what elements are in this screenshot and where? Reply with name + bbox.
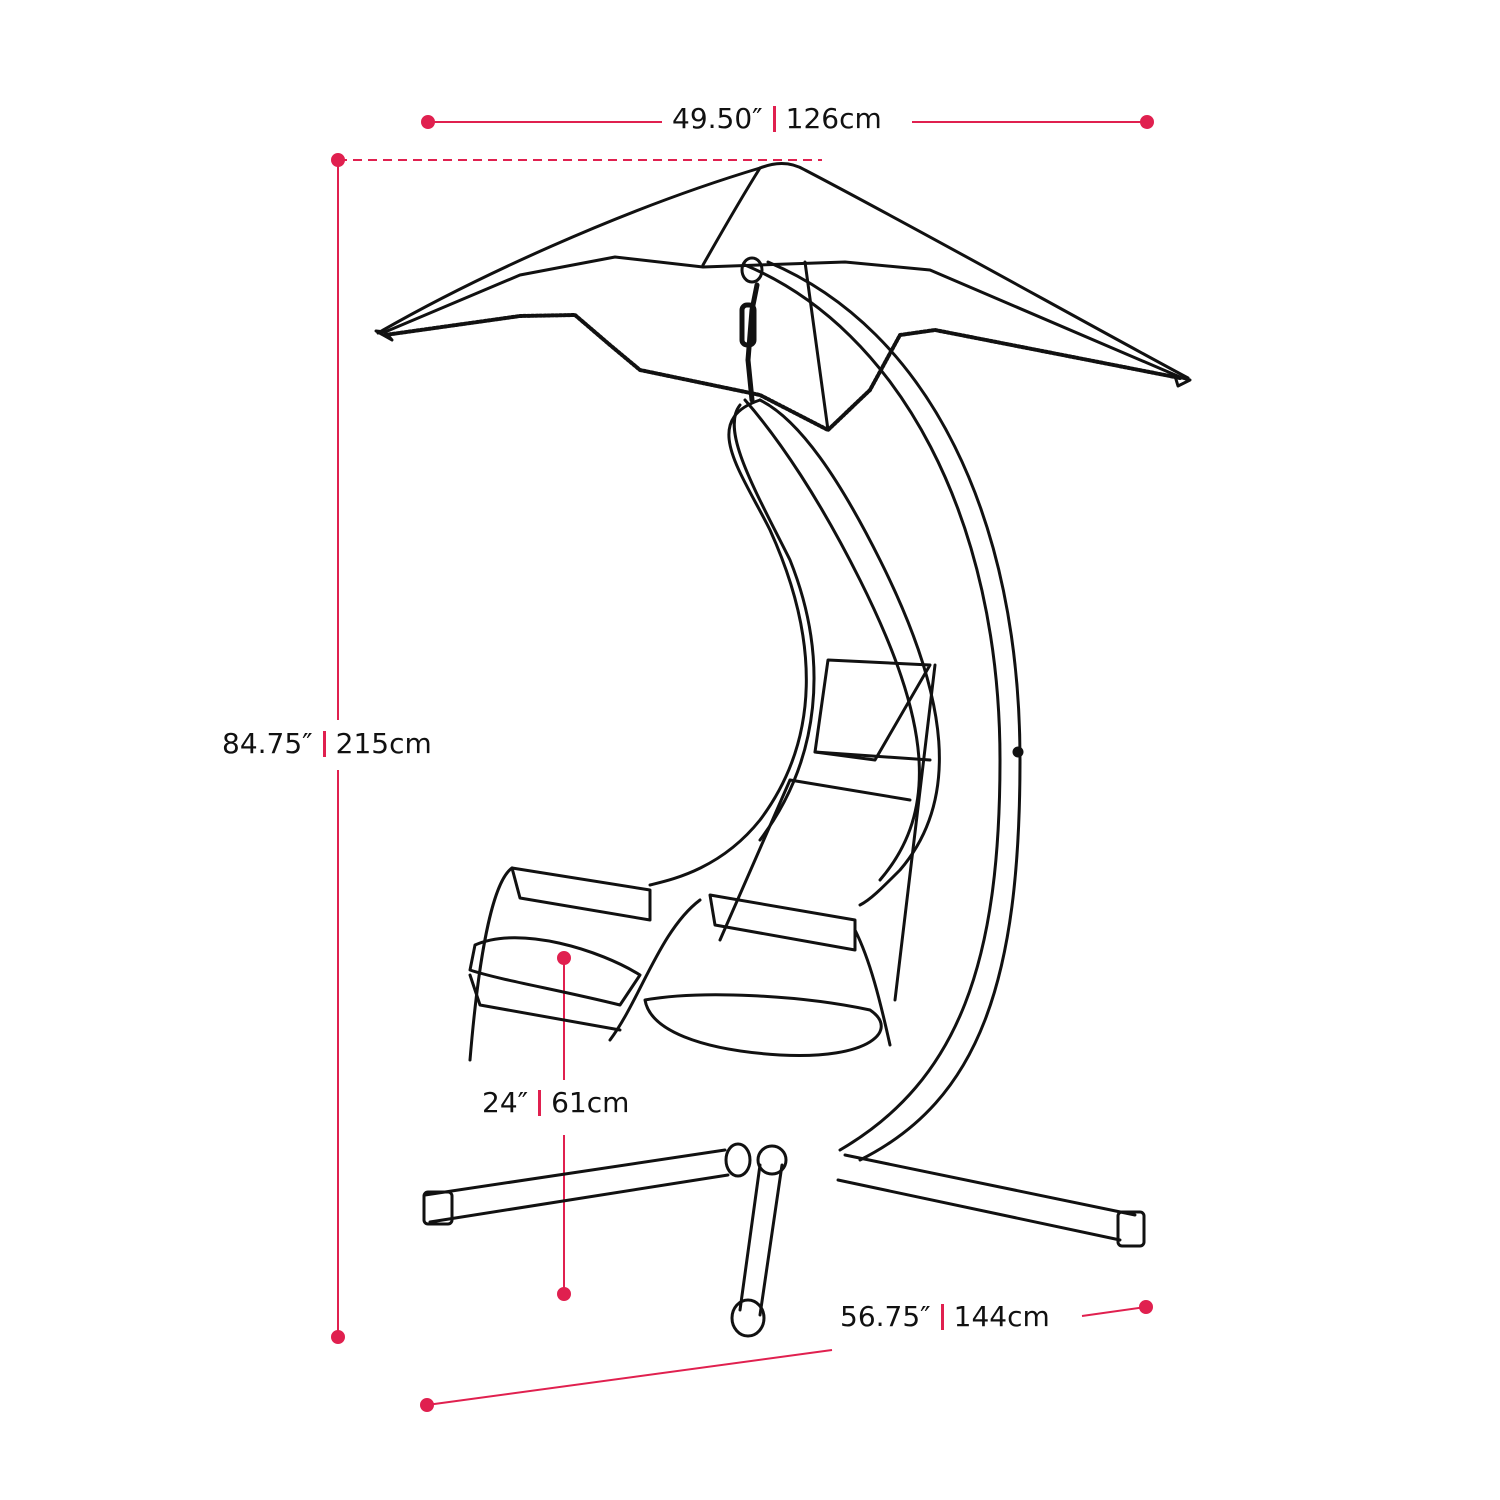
canopy (374, 162, 1192, 432)
seat-left (468, 866, 652, 1062)
height-imperial: 84.75″ (222, 727, 313, 760)
width-imperial: 49.50″ (672, 102, 763, 135)
height-dimension-label: 84.75″ 215cm (222, 727, 432, 761)
seat-right (608, 893, 892, 1058)
seat-height-imperial: 24″ (482, 1086, 529, 1119)
seat-height-dimension-label: 24″ 61cm (482, 1086, 630, 1120)
height-metric: 215cm (335, 727, 432, 760)
chair-drawing (374, 162, 1192, 1338)
seat-height-metric: 61cm (551, 1086, 630, 1119)
backrest-cushion (718, 658, 937, 1002)
swing-frame (648, 398, 941, 907)
depth-metric: 144cm (953, 1300, 1050, 1333)
separator (538, 1090, 542, 1116)
stand-base (422, 1142, 1146, 1338)
width-dimension-label: 49.50″ 126cm (672, 102, 882, 136)
width-metric: 126cm (785, 102, 882, 135)
stand-arc (740, 256, 1024, 1162)
separator (322, 731, 326, 757)
separator (772, 106, 776, 132)
dimension-lines (331, 115, 1154, 1412)
separator (940, 1304, 944, 1330)
depth-dimension-label: 56.75″ 144cm (840, 1300, 1050, 1334)
depth-imperial: 56.75″ (840, 1300, 931, 1333)
hanging-chain (739, 282, 760, 403)
